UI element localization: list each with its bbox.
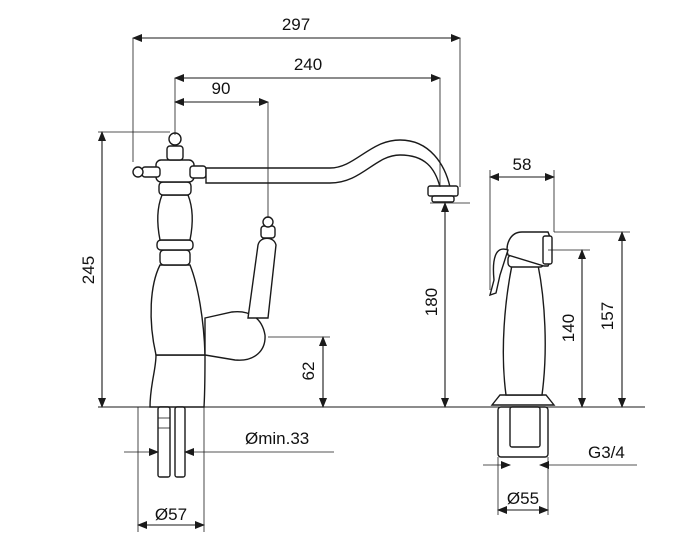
dim-spout-height: 180 <box>422 288 441 316</box>
dim-lever-height: 62 <box>299 362 318 381</box>
dim-thread: G3/4 <box>588 443 625 462</box>
dim-hole-min: Ømin.33 <box>245 429 309 448</box>
dim-spout-reach: 240 <box>294 55 322 74</box>
dim-total-reach: 297 <box>282 15 310 34</box>
dim-spray-height-inner: 140 <box>559 314 578 342</box>
dim-spray-height-outer: 157 <box>598 302 617 330</box>
spray-body <box>488 231 556 458</box>
dim-base-diameter: Ø57 <box>155 505 187 524</box>
dim-total-height: 245 <box>79 256 98 284</box>
faucet-body <box>132 132 459 478</box>
dim-spray-base-diameter: Ø55 <box>507 489 539 508</box>
dim-handle-offset: 90 <box>212 79 231 98</box>
dim-spray-width: 58 <box>513 155 532 174</box>
